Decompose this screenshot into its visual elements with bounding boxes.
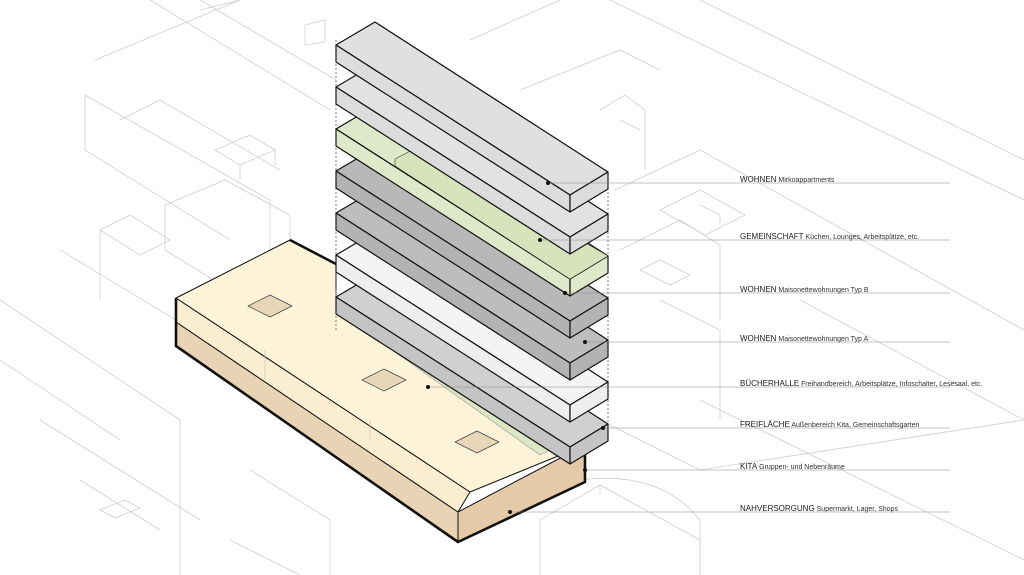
legend-item-gemeinschaft: GEMEINSCHAFT Küchen, Lounges, Arbeitsplä… bbox=[740, 232, 919, 241]
legend-desc: Gruppen- und Nebenräume bbox=[759, 464, 845, 471]
legend-title: FREIFLÄCHE bbox=[740, 420, 790, 429]
legend-item-nahversorgung: NAHVERSORGUNG Supermarkt, Lager, Shops bbox=[740, 504, 898, 513]
tower bbox=[335, 21, 609, 465]
buecherhalle-floor-face bbox=[569, 423, 609, 465]
legend-title: WOHNEN bbox=[740, 285, 777, 294]
legend-item-wohnen-mikro: WOHNEN Mirkoappartments bbox=[740, 175, 834, 184]
legend-title: KITA bbox=[740, 462, 758, 471]
wohnen-typ-b-floor-face bbox=[569, 297, 609, 339]
legend-title: WOHNEN bbox=[740, 334, 777, 343]
legend-desc: Mirkoappartments bbox=[778, 177, 835, 184]
wohnen-typ-a-floor-face bbox=[569, 381, 609, 423]
leader-dots bbox=[426, 181, 605, 514]
legend-title: GEMEINSCHAFT bbox=[740, 232, 804, 241]
legend-desc: Supermarkt, Lager, Shops bbox=[816, 506, 898, 513]
leader-lines bbox=[335, 40, 950, 513]
legend-item-freiflaeche: FREIFLÄCHE Außenbereich Kita, Gemeinscha… bbox=[740, 420, 919, 429]
legend-desc: Außenbereich Kita, Gemeinschaftsgarten bbox=[791, 422, 920, 429]
legend-item-wohnen-typ-b: WOHNEN Maisonettewohnungen Typ B bbox=[740, 285, 869, 294]
wohnen-typ-a-floor bbox=[335, 231, 609, 423]
legend-title: BÜCHERHALLE bbox=[740, 379, 800, 388]
legend-title: NAHVERSORGUNG bbox=[740, 504, 815, 513]
wohnen-mikro-floor-face bbox=[569, 213, 609, 255]
legend-desc: Freihandbereich, Arbeitsplätze, Infoscha… bbox=[801, 381, 983, 388]
legend-title: WOHNEN bbox=[740, 175, 777, 184]
legend-desc: Maisonettewohnungen Typ A bbox=[778, 336, 869, 343]
legend-desc: Maisonettewohnungen Typ B bbox=[778, 287, 869, 294]
wohnen-mikro-floor bbox=[335, 21, 609, 213]
gemeinschaft-floor bbox=[335, 105, 609, 297]
legend-item-kita: KITA Gruppen- und Nebenräume bbox=[740, 462, 845, 471]
legend-desc: Küchen, Lounges, Arbeitsplätze, etc. bbox=[805, 234, 920, 241]
legend-item-wohnen-typ-a: WOHNEN Maisonettewohnungen Typ A bbox=[740, 334, 868, 343]
legend-item-buecherhalle: BÜCHERHALLE Freihandbereich, Arbeitsplät… bbox=[740, 379, 982, 388]
